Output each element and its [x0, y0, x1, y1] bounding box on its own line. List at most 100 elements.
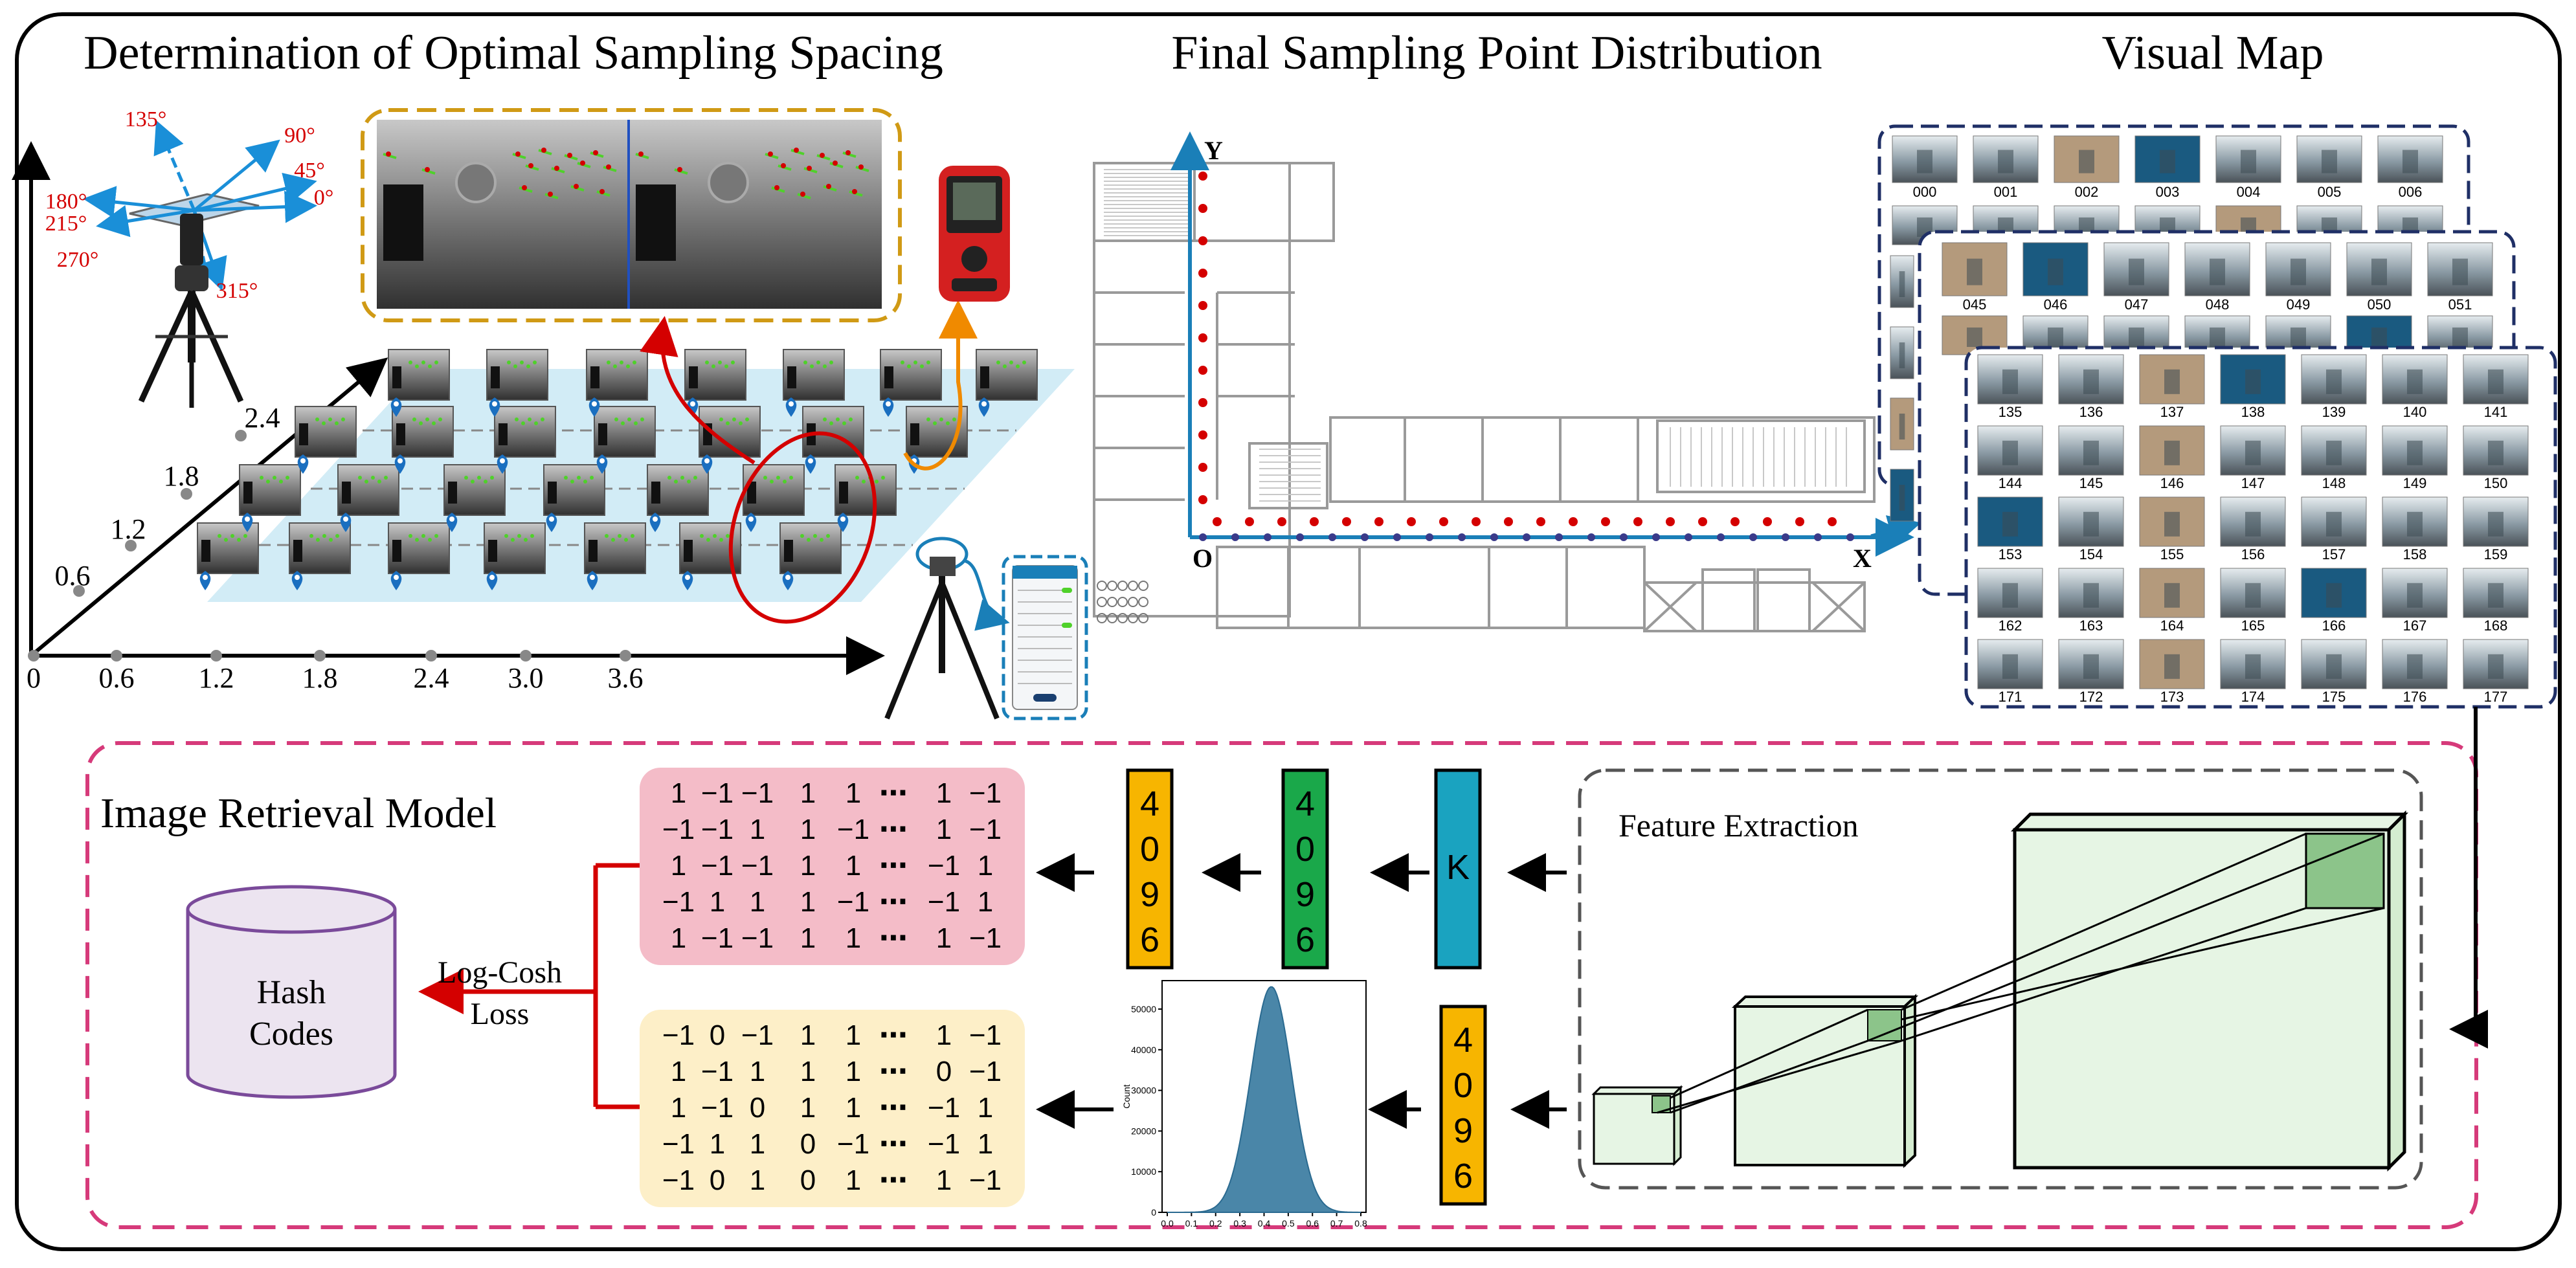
map-layer3-label: 135	[1999, 404, 2022, 420]
map-layer3-label: 140	[2403, 404, 2427, 420]
x-tick-label: 2.4	[414, 662, 449, 694]
map-layer3-label: 150	[2484, 475, 2508, 491]
matrix-cell: −1	[662, 814, 695, 845]
x-tick-label: 3.0	[508, 662, 544, 694]
location-pin-icon	[978, 397, 990, 417]
phone-tripod-icon	[884, 537, 1088, 720]
location-pin-icon	[446, 513, 458, 532]
angle-label-45: 45°	[294, 159, 325, 183]
hist-distribution-area	[1167, 986, 1361, 1213]
axis-sample-point	[1426, 533, 1433, 541]
cnn-feature-cubes	[1591, 810, 2409, 1172]
hist-y-tick: 0	[1151, 1207, 1156, 1218]
location-pin-icon	[486, 571, 498, 590]
axis-sample-point	[1199, 533, 1207, 541]
sample-photo	[289, 522, 351, 574]
map-layer3-label: 164	[2160, 617, 2184, 634]
location-pin-icon	[291, 571, 303, 590]
matrix-cell: −1	[701, 1092, 734, 1124]
x-tick-dot	[520, 650, 532, 662]
sampling-point	[1213, 517, 1222, 526]
feature-extraction-panel	[1578, 768, 2423, 1190]
matrix-cell: 1	[978, 1092, 993, 1124]
axis-sample-point	[1296, 533, 1304, 541]
location-pin-icon	[340, 513, 352, 532]
loss-label-1: Log-Cosh	[438, 955, 562, 990]
matrix-cell: 1	[846, 1092, 861, 1124]
rangefinder-icon	[939, 166, 1010, 302]
sampling-point	[1277, 517, 1286, 526]
x-tick-label: 0.6	[99, 662, 135, 694]
map-layer2-label: 049	[2287, 296, 2311, 313]
floor-plan	[1093, 162, 1876, 632]
matrix-cell: 1	[936, 922, 952, 954]
retrieval-panel	[85, 741, 2478, 1229]
map-thumbnail	[1890, 397, 1914, 450]
matrix-cell: −1	[837, 1128, 869, 1160]
floor-origin-label: O	[1193, 544, 1213, 573]
matrix-cell: 1	[671, 922, 686, 954]
hist-x-tick: 0.6	[1306, 1218, 1319, 1229]
matrix-cell: 1	[936, 1164, 952, 1196]
flow-arrows	[1036, 853, 1567, 1129]
matrix-cell: 1	[800, 1092, 816, 1124]
axis-sample-point	[1814, 533, 1822, 541]
map-layer2-label: 046	[2044, 296, 2068, 313]
matrix-cell: 1	[978, 850, 993, 882]
layer-dim-digit: 6	[1140, 920, 1159, 959]
matrix-cell: ⋯	[879, 1128, 908, 1160]
matrix-cell: −1	[969, 777, 1002, 809]
matrix-cell: −1	[741, 1019, 774, 1051]
map-layer3-label: 146	[2160, 475, 2184, 491]
binary-matrix-box	[640, 768, 1025, 965]
hist-y-tick: 20000	[1131, 1126, 1156, 1136]
x-tick-label: 3.6	[608, 662, 644, 694]
matrix-cell: −1	[662, 886, 695, 918]
hash-codes-label-1: Hash	[257, 974, 326, 1011]
matrix-cell: −1	[662, 1164, 695, 1196]
map-layer3-label: 174	[2241, 689, 2265, 705]
y-tick-label: 1.2	[111, 513, 146, 545]
hist-y-label: Count	[1121, 1084, 1132, 1108]
highlight-ellipse	[728, 431, 877, 624]
matrix-cell: 1	[846, 922, 861, 954]
matrix-cell: −1	[741, 922, 774, 954]
hist-x-tick: 0.5	[1282, 1218, 1295, 1229]
hist-y-tick: 40000	[1131, 1045, 1156, 1055]
hist-x-tick: 0.1	[1185, 1218, 1198, 1229]
map-layer3-label: 176	[2403, 689, 2427, 705]
location-pin-icon	[805, 454, 816, 474]
sampling-point	[1504, 517, 1513, 526]
matrix-cell: 1	[846, 850, 861, 882]
sample-photo	[239, 464, 301, 516]
matrix-cell: ⋯	[879, 850, 908, 882]
matrix-cell: −1	[837, 814, 869, 845]
hist-x-tick: 0.8	[1354, 1218, 1367, 1229]
matrix-cell: 0	[800, 1128, 816, 1160]
matrix-cell: −1	[837, 886, 869, 918]
matrix-cell: ⋯	[879, 1056, 908, 1087]
fc-layer-4096-c	[1439, 1005, 1487, 1206]
sampling-point	[1198, 269, 1207, 278]
sampling-point	[1698, 517, 1707, 526]
map-layer3-label: 141	[2484, 404, 2508, 420]
location-pin-icon	[241, 513, 253, 532]
matrix-cell: 1	[800, 814, 816, 845]
location-pin-icon	[588, 397, 600, 417]
sampling-point	[1198, 463, 1207, 472]
map-layer2-label: 050	[2368, 296, 2391, 313]
axis-sample-point	[1555, 533, 1563, 541]
stereo-image-panel	[361, 108, 902, 322]
matrix-cell: −1	[969, 814, 1002, 845]
map-layer2-label: 048	[2206, 296, 2230, 313]
matrix-cell: −1	[662, 1128, 695, 1160]
layer-dim-digit: 9	[1453, 1111, 1473, 1150]
y-tick-dot	[235, 430, 247, 441]
retrieval-title: Image Retrieval Model	[100, 790, 497, 837]
feature-extraction-label: Feature Extraction	[1618, 807, 1859, 843]
location-pin-icon	[596, 454, 608, 474]
map-layer2-label: 045	[1963, 296, 1987, 313]
sampling-point	[1569, 517, 1578, 526]
